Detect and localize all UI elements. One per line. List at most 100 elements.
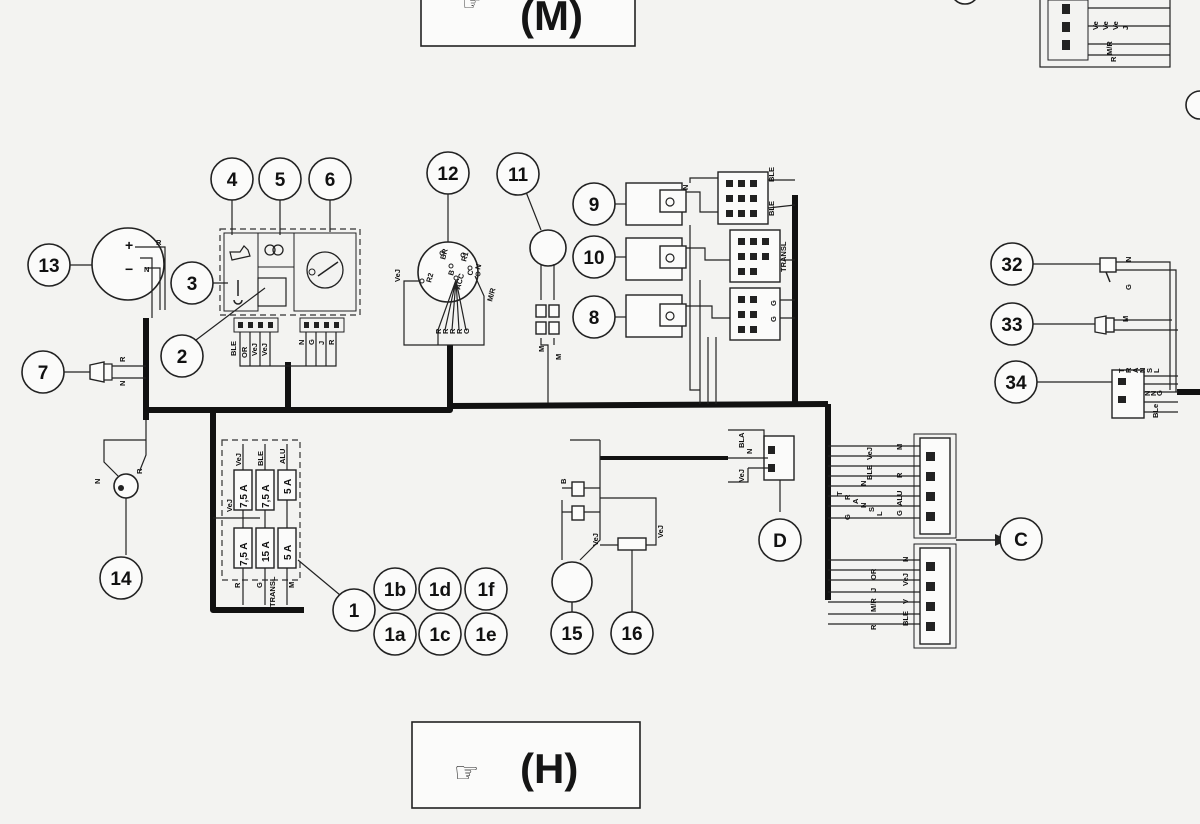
fuse-label: 7,5 A xyxy=(239,542,250,566)
wire-label: N xyxy=(1149,391,1158,396)
wire-label: BLe xyxy=(1151,404,1160,418)
wiper-motor: B VeJ VeJ xyxy=(551,439,728,612)
callout-13: 13 xyxy=(27,243,71,287)
wire-label: G xyxy=(769,316,778,322)
horn-11: M M xyxy=(525,191,567,403)
callout-1a: 1a xyxy=(373,612,417,656)
wire-label: BLA xyxy=(737,432,746,448)
wire-label: N xyxy=(144,265,149,274)
callout-7: 7 xyxy=(21,350,65,394)
wire-label: N xyxy=(297,340,306,345)
wire-label: ALU xyxy=(895,491,904,506)
wire-label: VeJ xyxy=(865,447,874,460)
wire-label: M xyxy=(1121,316,1130,322)
wire-label: N xyxy=(1143,391,1152,396)
callout-label: 1c xyxy=(429,625,451,646)
callout-label: 34 xyxy=(1005,373,1027,394)
wire-label: G xyxy=(895,510,904,516)
callout-33: 33 xyxy=(990,302,1034,346)
banner-bottom-label: (H) xyxy=(520,745,578,792)
fuse-box-1: 7,5 A 7,5 A 5 A 7,5 A 15 A 5 A VeJ BLE A… xyxy=(213,439,341,607)
pointing-hand-icon: ☞ xyxy=(462,0,482,16)
wire-label: R xyxy=(327,339,336,345)
wire-label: R2 xyxy=(424,272,435,284)
wire-label: V xyxy=(901,599,910,604)
callout-11: 11 xyxy=(496,152,540,196)
wire-label: N xyxy=(745,449,754,454)
wire-label: B xyxy=(446,268,456,276)
wire-label: C xyxy=(465,268,475,276)
callout-label: 11 xyxy=(508,165,529,186)
wire-label: J xyxy=(869,588,878,592)
wire-label: VeJ xyxy=(591,533,600,546)
callout-label: 16 xyxy=(621,624,642,645)
wire-label: VeJ xyxy=(234,453,243,466)
wire-label: M xyxy=(895,444,904,450)
callout-8: 8 xyxy=(572,295,616,339)
wire-label: VeJ xyxy=(901,573,910,586)
callout-9: 9 xyxy=(572,182,616,226)
callout-label: 8 xyxy=(589,308,600,329)
connector-c-block: M BLE VeJ N R T R A N S L ALU G G N OR V… xyxy=(828,433,1008,649)
wire-label: R xyxy=(895,472,904,478)
wire-label: G xyxy=(1155,390,1164,396)
wire-label: L xyxy=(875,511,884,516)
callout-label: 1a xyxy=(384,625,406,646)
wire-label: M/R xyxy=(485,286,497,302)
wire-label: ALU xyxy=(278,449,287,464)
callout-4: 4 xyxy=(210,157,254,201)
wire-label: B xyxy=(559,478,568,484)
fuse-label: 15 A xyxy=(261,541,272,562)
wire-label: Ve xyxy=(1111,21,1120,30)
sensor-14: N R xyxy=(93,420,147,555)
wire-label: TRANSL xyxy=(779,241,788,272)
wire-label: R xyxy=(441,328,450,334)
lamp-icon xyxy=(264,244,276,256)
wire-label: BLE xyxy=(256,451,265,466)
wire-label: BR xyxy=(438,247,450,260)
horn-7: R N xyxy=(64,356,146,386)
callout-2: 2 xyxy=(160,334,204,378)
wire-label: L xyxy=(1152,368,1161,373)
wire-label: T xyxy=(1117,368,1126,373)
callout-5: 5 xyxy=(258,157,302,201)
wire-label: S xyxy=(867,507,876,512)
callout-label: 2 xyxy=(177,347,188,368)
fuse-label: 5 A xyxy=(283,545,294,560)
wire-label: M xyxy=(287,582,296,588)
callout-label: 9 xyxy=(589,195,600,216)
callout-label: 1e xyxy=(475,625,496,646)
wire-label: R xyxy=(434,328,443,334)
wire-label: N xyxy=(1124,257,1133,262)
wire-label: N xyxy=(1138,368,1147,373)
wire-label: R xyxy=(118,356,127,362)
wire-label: OR xyxy=(869,568,878,580)
callout-10: 10 xyxy=(572,235,616,279)
wire-label: N xyxy=(473,263,483,271)
callout-32: 32 xyxy=(990,242,1034,286)
wire-label: J xyxy=(1121,26,1130,30)
banner-top-label: (M) xyxy=(520,0,583,39)
wire-label: OR xyxy=(240,346,249,358)
callout-1e: 1e xyxy=(464,612,508,656)
wire-label: A xyxy=(851,498,860,504)
callout-label: 13 xyxy=(38,256,59,277)
wire-label: R xyxy=(448,328,457,334)
wire-label: Ve xyxy=(1101,21,1110,30)
relays-block: N BLE BLE TRANSL G G xyxy=(614,167,796,404)
callout-label: D xyxy=(773,531,787,552)
fuse-label: 7,5 A xyxy=(239,484,250,508)
wire-label: BLE xyxy=(901,611,910,626)
wire-label: M/R xyxy=(869,598,878,612)
callout-1: 1 xyxy=(332,588,376,632)
leaders xyxy=(571,600,633,612)
callout-1d: 1d xyxy=(418,567,462,611)
ignition-switch-12: R2 BR B ACC R1 C N VeJ M/R R R R R G xyxy=(393,192,498,346)
callout-3: 3 xyxy=(170,261,214,305)
callout-label: 1d xyxy=(429,580,451,601)
main-harness xyxy=(143,195,1200,613)
wire-label: N xyxy=(93,479,102,484)
callout-1b: 1b xyxy=(373,567,417,611)
callout-label: 7 xyxy=(38,363,49,384)
